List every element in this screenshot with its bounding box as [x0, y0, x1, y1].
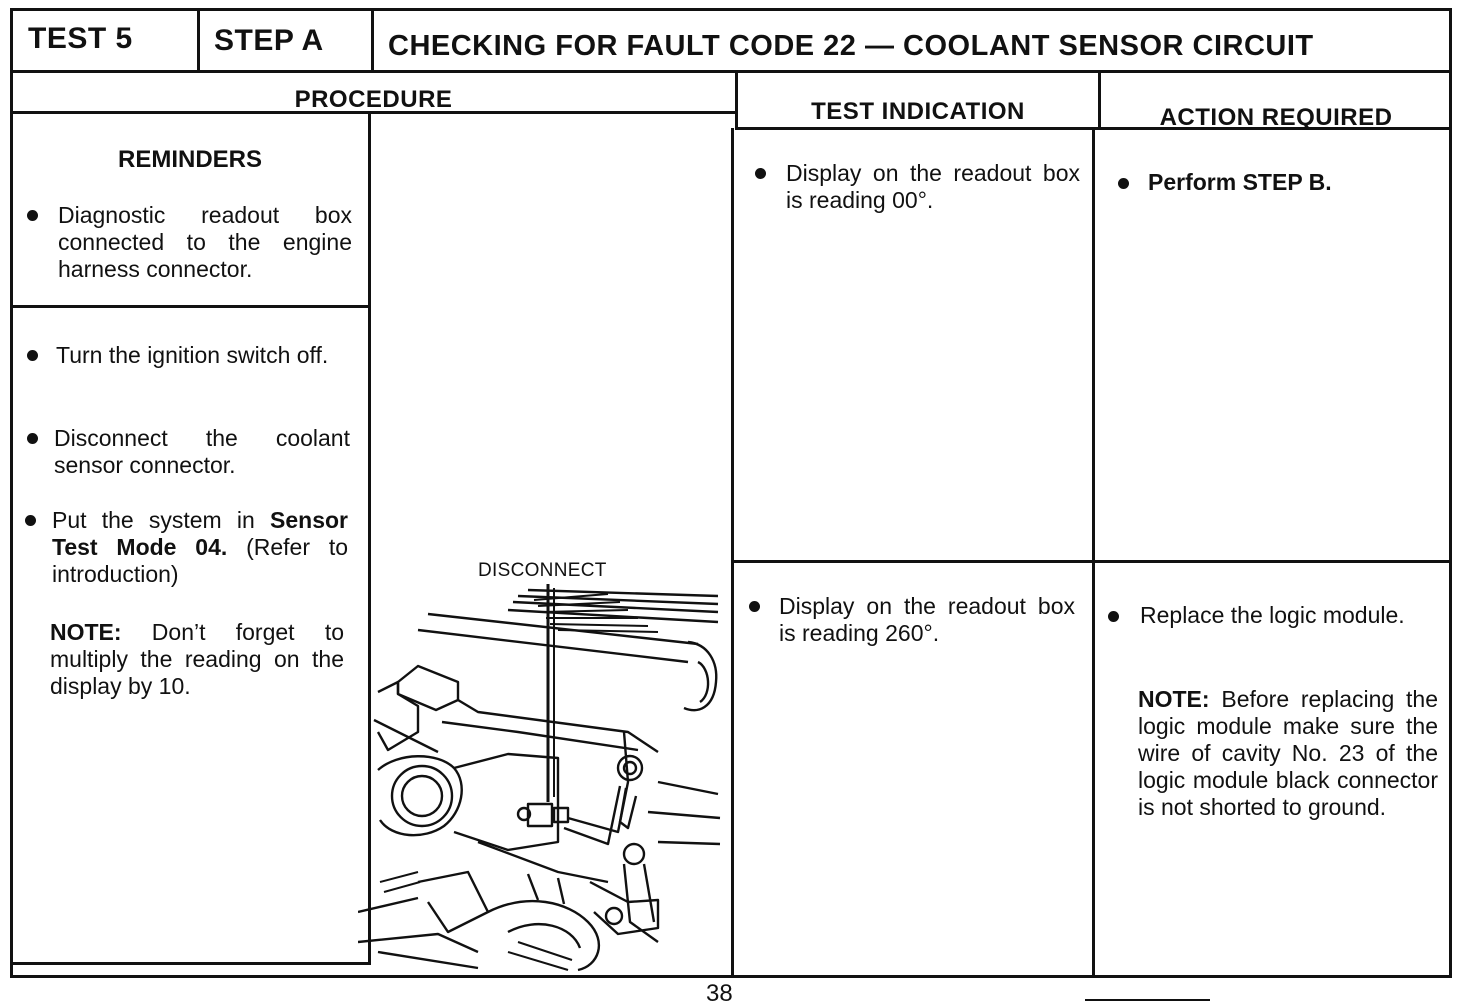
bullet-icon	[27, 433, 38, 444]
step-label: STEP A	[214, 24, 324, 57]
column-header-procedure: PROCEDURE	[294, 86, 453, 113]
header-sep-2	[371, 8, 374, 72]
note-text: Don’t forget to multiply the reading on …	[50, 619, 344, 699]
column-header-indication: TEST INDICATION	[811, 98, 1025, 125]
indication-1: Display on the readout box is reading 00…	[786, 160, 1080, 213]
note-label: NOTE:	[50, 619, 122, 645]
reminders-heading: REMINDERS	[117, 146, 262, 173]
test-mode-label: Sensor Test Mode 04.	[52, 507, 348, 560]
page-number: 38	[706, 980, 733, 1007]
action-1: Perform STEP B.	[1148, 169, 1332, 195]
bullet-icon	[1108, 611, 1119, 622]
action-2: Replace the logic module.	[1140, 602, 1405, 628]
procedure-step-3: Put the system in Sensor Test Mode 04. (…	[52, 507, 348, 588]
test-number: TEST 5	[28, 22, 133, 55]
procedure-indication-sep	[731, 128, 734, 976]
procedure-step-2: Disconnect the coolant sensor connector.	[54, 425, 350, 478]
bullet-icon	[25, 515, 36, 526]
page-title: CHECKING FOR FAULT CODE 22 — COOLANT SEN…	[388, 30, 1314, 62]
header-sep-1	[197, 8, 200, 72]
action-2-note: NOTE: Before replacing the logic module …	[1138, 686, 1438, 821]
table-frame	[10, 8, 1452, 978]
colhdr-sep-1	[735, 72, 738, 130]
note-text: Before replacing the logic module make s…	[1138, 686, 1438, 820]
step3-text: Put the system in	[52, 507, 271, 533]
reminder-item: Diagnostic readout box connected to the …	[58, 202, 352, 282]
footer-rule	[1085, 999, 1210, 1001]
engine-illustration	[358, 584, 721, 972]
procedure-header-divider	[10, 111, 737, 114]
procedure-step-1: Turn the ignition switch off.	[56, 342, 329, 368]
column-header-action: ACTION REQUIRED	[1159, 104, 1393, 131]
result-row-divider	[733, 560, 1452, 563]
indication-action-sep	[1092, 128, 1095, 976]
bullet-icon	[749, 601, 760, 612]
procedure-bottom-rule	[10, 962, 370, 965]
header-divider	[10, 70, 1452, 73]
colhdr-sep-2	[1098, 72, 1101, 130]
bullet-icon	[1118, 178, 1129, 189]
note-label: NOTE:	[1138, 686, 1210, 712]
procedure-inner-sep	[368, 113, 371, 965]
bullet-icon	[27, 350, 38, 361]
step3-reference: (Refer to introduction)	[52, 534, 348, 587]
indication-2: Display on the readout box is reading 26…	[779, 593, 1075, 646]
reminders-divider	[10, 305, 370, 308]
bullet-icon	[755, 168, 766, 179]
bullet-icon	[27, 210, 38, 221]
figure-caption: DISCONNECT	[478, 560, 607, 581]
procedure-note: NOTE: Don’t forget to multiply the readi…	[50, 619, 344, 700]
